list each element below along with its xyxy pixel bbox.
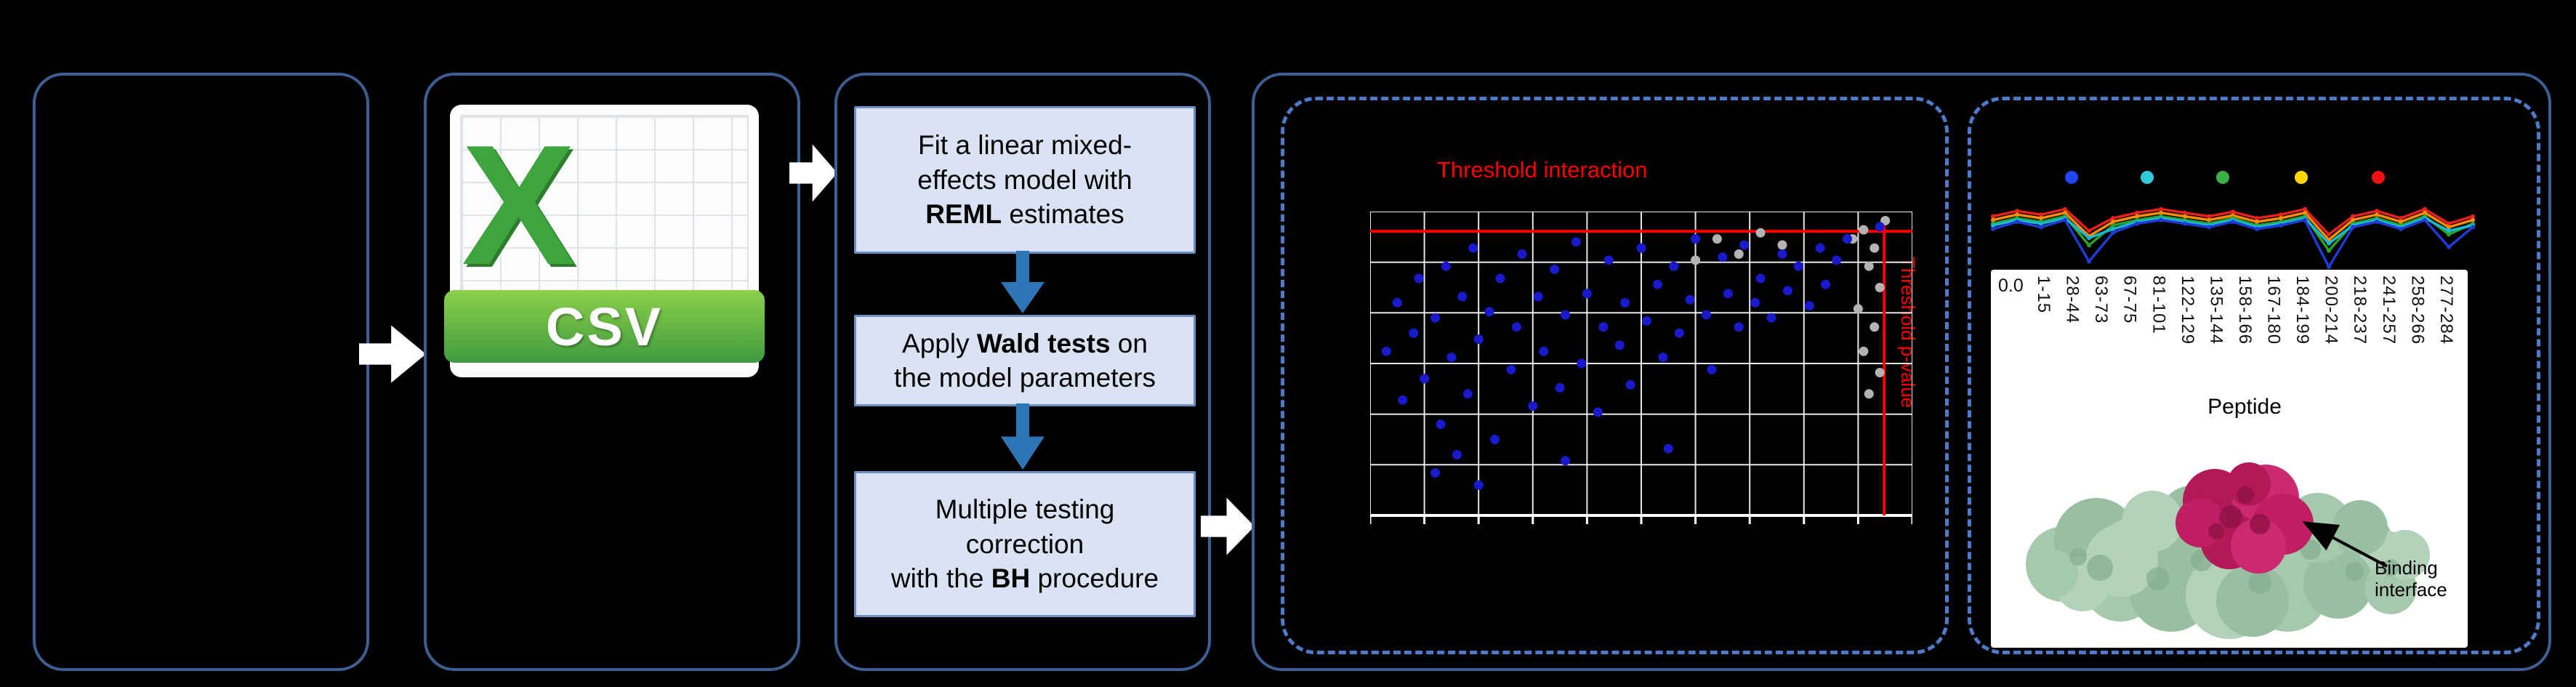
binding-interface-annotation: Binding interface — [2375, 557, 2447, 601]
scatter-grid — [1370, 212, 1912, 524]
peptide-label: 122-129 — [2177, 276, 2197, 345]
series-dot — [2065, 171, 2078, 184]
peptide-axis-title: Peptide — [2207, 395, 2282, 419]
threshold-interaction-label: Threshold interaction — [1437, 157, 1648, 182]
volcano-plot-box: Threshold interaction Threshold p-value — [1281, 97, 1949, 654]
peptide-label: 184-199 — [2293, 276, 2313, 345]
step-down-arrow — [1001, 403, 1045, 470]
panel-csv: X CSV — [424, 73, 800, 671]
csv-file-icon: X CSV — [444, 105, 765, 377]
series-dot — [2141, 171, 2154, 184]
panel-results: Threshold interaction Threshold p-value … — [1252, 73, 2551, 671]
peptide-axis-panel: 0.0 1-15 28-44 63-73 67-75 81-101 122-129 135-… — [1991, 270, 2468, 648]
peptide-label: 277-284 — [2436, 276, 2456, 345]
peptide-axis-labels: 1-15 28-44 63-73 67-75 81-101 122-129 135-144 1… — [2033, 276, 2456, 392]
scatter-plot — [1370, 212, 1912, 524]
panel-empty — [33, 73, 369, 671]
peptide-label: 135-144 — [2206, 276, 2226, 345]
spreadsheet-grid — [460, 115, 749, 310]
peptide-label: 81-101 — [2149, 276, 2169, 334]
peptide-label: 67-75 — [2120, 276, 2140, 324]
peptide-label: 63-73 — [2091, 276, 2112, 324]
csv-label-banner: CSV — [444, 290, 765, 363]
y-tick-label: 0.0 — [1998, 276, 2024, 296]
series-dot — [2216, 171, 2229, 184]
peptide-label: 218-237 — [2350, 276, 2370, 345]
peptide-label: 28-44 — [2062, 276, 2082, 324]
peptide-results-box: 0.0 1-15 28-44 63-73 67-75 81-101 122-129 135-… — [1968, 97, 2540, 654]
protein-structure — [2026, 462, 2430, 639]
series-dot — [2372, 171, 2385, 184]
nonsignificant-points — [1691, 216, 1891, 399]
excel-x-logo: X — [462, 109, 576, 300]
peptide-label: 258-266 — [2407, 276, 2428, 345]
binding-interface-line2: interface — [2375, 578, 2447, 600]
peptide-label: 158-166 — [2234, 276, 2255, 345]
significant-points — [1381, 222, 1885, 490]
peptide-label: 241-257 — [2378, 276, 2399, 345]
series-dot — [2295, 171, 2308, 184]
peptide-label: 200-214 — [2321, 276, 2341, 345]
peptide-label: 167-180 — [2263, 276, 2284, 345]
binding-interface-line1: Binding — [2375, 557, 2438, 579]
threshold-pvalue-label: Threshold p-value — [1897, 257, 1919, 409]
peptide-label: 1-15 — [2034, 276, 2053, 314]
epitope-line-chart — [1991, 206, 2475, 270]
step-down-arrow — [1001, 251, 1045, 313]
binding-interface-region — [2175, 462, 2314, 574]
